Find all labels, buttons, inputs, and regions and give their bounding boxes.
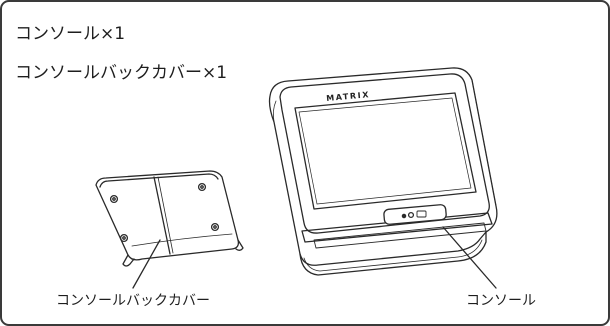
back-cover-leader-line	[132, 239, 161, 289]
contents-item-back-cover: コンソールバックカバー×1	[15, 63, 228, 83]
console-leader-line	[442, 226, 497, 289]
matrix-logo: MATRIX	[326, 90, 371, 103]
console-callout-label: コンソール	[466, 293, 536, 309]
back-cover-callout-label: コンソールバックカバー	[56, 293, 210, 309]
contents-item-console: コンソール×1	[15, 24, 126, 44]
console-illustration	[268, 67, 498, 276]
back-cover-illustration	[95, 170, 244, 267]
